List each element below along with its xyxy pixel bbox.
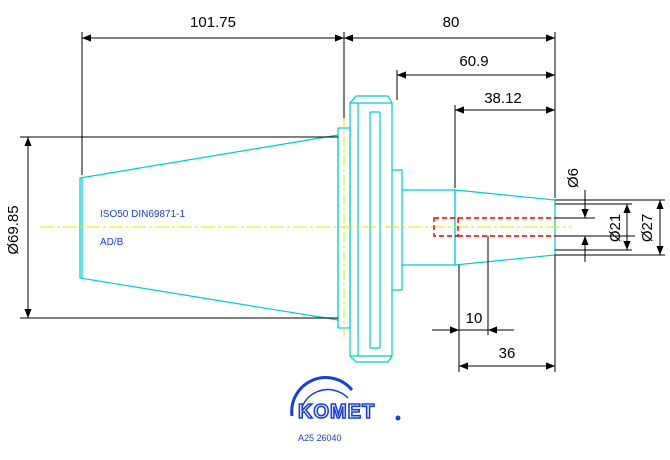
dim-dia-6: Ø6	[565, 168, 582, 188]
flange-groove	[357, 103, 381, 356]
dim-dia-27: Ø27	[639, 214, 656, 242]
neck	[392, 169, 455, 291]
dim-36: 36	[499, 345, 516, 362]
standard-label: ISO50 DIN69871-1	[100, 209, 185, 220]
tool-holder-outline	[79, 95, 556, 363]
dimension-lines	[20, 32, 665, 372]
komet-logo: KOMET	[290, 376, 401, 424]
bore-pocket	[433, 217, 459, 237]
logo-arc-inner	[299, 388, 349, 417]
flange-body	[349, 102, 393, 357]
hidden-bore	[433, 217, 555, 237]
dim-dia-21: Ø21	[607, 214, 624, 242]
dim-dia-69-85: Ø69.85	[5, 205, 22, 254]
logo-dot	[395, 415, 401, 421]
dim-60-9: 60.9	[459, 53, 488, 70]
dim-101-75: 101.75	[190, 14, 236, 31]
part-number: A25 26040	[298, 433, 342, 443]
flange-chamfer	[349, 95, 393, 363]
dim-10: 10	[466, 310, 483, 327]
dim-38-12: 38.12	[484, 90, 522, 107]
logo-wordmark: KOMET	[298, 401, 375, 423]
dim-80: 80	[443, 14, 460, 31]
logo-arc	[290, 376, 354, 417]
variant-label: AD/B	[100, 237, 124, 248]
